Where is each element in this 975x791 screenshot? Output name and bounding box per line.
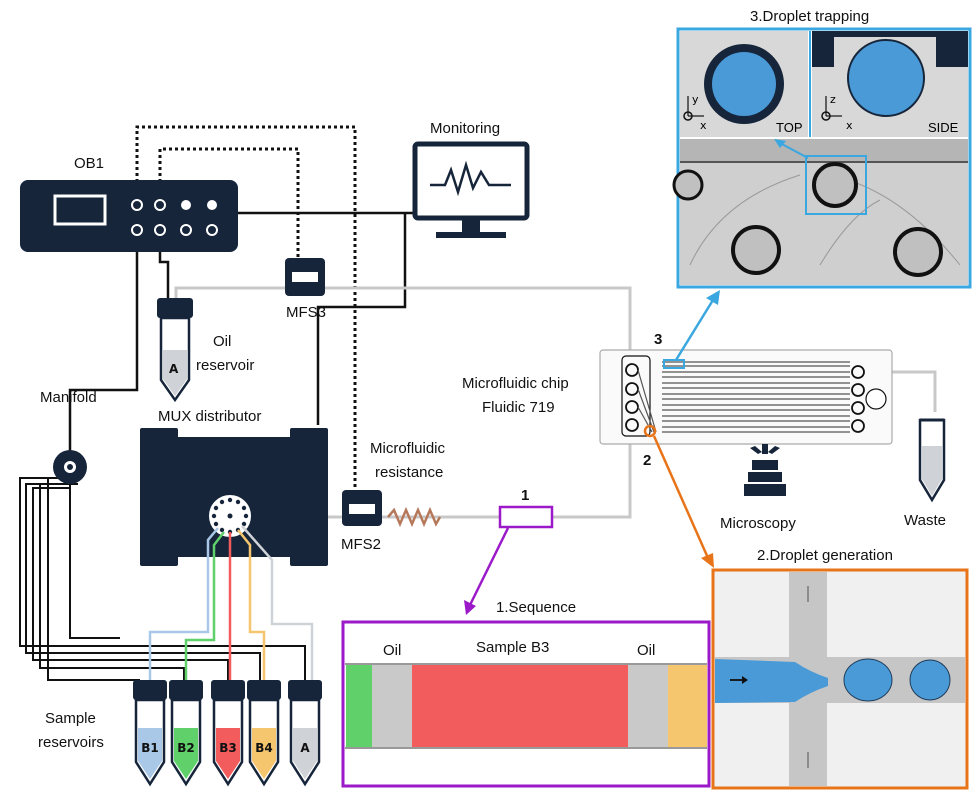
monitor-icon	[412, 141, 530, 238]
monitoring-label: Monitoring	[430, 120, 500, 137]
top-axis-y: y	[692, 93, 699, 106]
sample-tube-a: A	[288, 680, 322, 787]
oil-reservoir-label-2: reservoir	[196, 357, 254, 374]
side-view-label: SIDE	[928, 120, 959, 135]
microfluidic-chip	[599, 349, 893, 445]
sequence-title: 1.Sequence	[496, 599, 576, 616]
sample-reservoir-tubes: B1 B2 B3 B4 A	[133, 680, 322, 787]
ob1-controller	[20, 180, 238, 252]
waste-tube	[918, 418, 946, 503]
trapping-arrowhead	[706, 290, 720, 305]
resistance-label-1: Microfluidic	[370, 440, 446, 457]
resistance-label-2: resistance	[375, 464, 443, 481]
side-axis-x: x	[846, 119, 853, 132]
oil-reservoir-label-1: Oil	[213, 333, 231, 350]
ob1-label: OB1	[74, 155, 104, 172]
chip-label-1: Microfluidic chip	[462, 375, 569, 392]
sequence-arrow	[468, 527, 510, 606]
sample-tube-b1: B1	[133, 680, 167, 787]
sample-tube-label: B3	[219, 741, 237, 755]
sample-tube-label: B1	[141, 741, 159, 755]
mfs2-sensor	[342, 490, 382, 526]
mux-label: MUX distributor	[158, 408, 261, 425]
manifold-tubing	[19, 470, 306, 681]
top-axis-x: x	[700, 119, 707, 132]
marker-1: 1	[521, 487, 529, 504]
mux-distributor	[140, 428, 328, 566]
oil-reservoir-tube: A	[157, 298, 193, 403]
sensor-cables	[135, 125, 357, 490]
manifold-icon	[53, 450, 87, 484]
sequence-marker	[498, 505, 554, 529]
marker-2: 2	[643, 452, 651, 469]
resistance-coil	[387, 506, 442, 528]
sequence-panel	[341, 620, 711, 788]
generation-title: 2.Droplet generation	[757, 547, 893, 564]
side-axis-z: z	[830, 93, 836, 106]
mux-colored-lines	[148, 525, 314, 680]
trapping-panel	[672, 27, 972, 289]
sequence-oil-left: Oil	[383, 642, 401, 659]
sample-tube-label: B4	[255, 741, 273, 755]
marker-3: 3	[654, 331, 662, 348]
microscopy-label: Microscopy	[720, 515, 796, 532]
sequence-sample: Sample B3	[476, 639, 549, 656]
sequence-oil-right: Oil	[637, 642, 655, 659]
microscope-icon	[744, 444, 786, 496]
chip-label-2: Fluidic 719	[482, 399, 555, 416]
sample-tube-label: A	[300, 741, 310, 755]
top-view-label: TOP	[776, 120, 803, 135]
sample-tube-label: B2	[177, 741, 195, 755]
sample-reservoirs-label-1: Sample	[45, 710, 96, 727]
sample-tube-b4: B4	[247, 680, 281, 787]
generation-arrowhead	[701, 553, 714, 568]
generation-panel	[711, 568, 969, 790]
trapping-arrow	[674, 299, 715, 361]
waste-label: Waste	[904, 512, 946, 529]
sequence-arrowhead	[464, 600, 476, 615]
mfs3-sensor	[285, 258, 325, 296]
mfs2-label: MFS2	[341, 536, 381, 553]
sample-tube-b3: B3	[211, 680, 245, 787]
mfs3-label: MFS3	[286, 304, 326, 321]
sample-reservoirs-label-2: reservoirs	[38, 734, 104, 751]
generation-arrow	[652, 435, 710, 559]
manifold-label: Manifold	[40, 389, 97, 406]
trapping-title: 3.Droplet trapping	[750, 8, 869, 25]
oil-tube-letter: A	[169, 362, 179, 376]
sample-tube-b2: B2	[169, 680, 203, 787]
